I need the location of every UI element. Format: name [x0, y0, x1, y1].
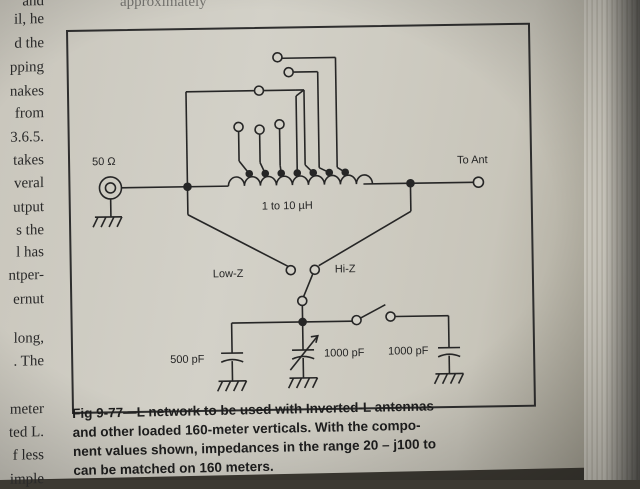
- c3-label: 1000 pF: [388, 345, 429, 358]
- switch-terminal-icons: [233, 53, 294, 135]
- switch-terminal-icon: [352, 316, 361, 325]
- switch-terminal-icon: [386, 312, 395, 321]
- figure-caption: Fig 9-77—L network to be used with Inver…: [72, 393, 593, 480]
- hi-z-label: Hi-Z: [335, 263, 356, 275]
- hi-z-terminal-icon: [310, 265, 319, 274]
- c2-label: 1000 pF: [324, 347, 365, 360]
- cap-switch-arm: [360, 305, 385, 318]
- input-line: [121, 186, 228, 188]
- coax-connector-icon: [92, 177, 122, 227]
- capacitor-bus: [232, 321, 352, 323]
- c1-label: 500 pF: [170, 354, 205, 367]
- source-label: 50 Ω: [92, 156, 116, 168]
- output-label: To Ant: [457, 154, 488, 166]
- inductor-label: 1 to 10 µH: [262, 200, 313, 213]
- low-z-terminal-icon: [286, 266, 295, 275]
- low-z-leg: [188, 213, 288, 268]
- top-fragment: approximately: [120, 0, 207, 11]
- hi-z-leg: [318, 211, 412, 265]
- output-terminal-icon: [473, 177, 483, 187]
- output-line: [363, 182, 473, 184]
- capacitor-icon: [217, 323, 247, 391]
- capacitor-icon: [434, 315, 464, 383]
- selector-pivot-icon: [298, 296, 307, 305]
- variable-capacitor-icon: [288, 322, 319, 388]
- low-z-label: Low-Z: [213, 268, 244, 280]
